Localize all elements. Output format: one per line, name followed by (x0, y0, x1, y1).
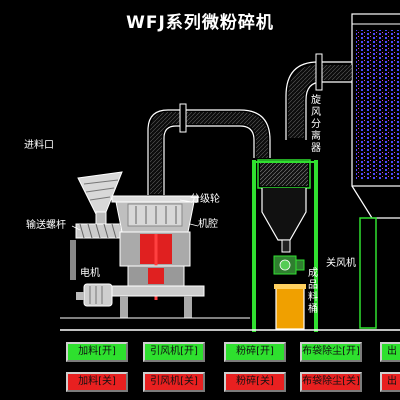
discharge-start-button[interactable]: 出 (380, 342, 400, 362)
dust-collector-start-button[interactable]: 布袋除尘[开] (300, 342, 362, 362)
feed-start-button[interactable]: 加料[开] (66, 342, 128, 362)
motor-label: 电机 (80, 268, 100, 279)
bag-filter (351, 13, 400, 329)
discharge-stop-button[interactable]: 出 (380, 372, 400, 392)
mill-to-cyclone-duct (147, 103, 271, 195)
screw-feeder-label: 输送螺杆 (26, 220, 66, 231)
crush-start-button[interactable]: 粉碎[开] (224, 342, 286, 362)
crush-stop-button[interactable]: 粉碎[关] (224, 372, 286, 392)
cyclone-label: 旋风分离器 (311, 95, 321, 154)
airlock-label: 关风机 (326, 258, 356, 269)
chamber-label: 机腔 (198, 219, 218, 230)
product-bin-label: 成品料桶 (308, 268, 318, 315)
dust-collector-stop-button[interactable]: 布袋除尘[关] (300, 372, 362, 392)
motor (76, 283, 113, 307)
fan-stop-button[interactable]: 引风机[关] (143, 372, 205, 392)
cyclone-to-filter-duct (285, 53, 352, 140)
mill-body (107, 195, 205, 318)
product-bin (274, 284, 306, 330)
airlock-valve (273, 255, 305, 275)
fan-start-button[interactable]: 引风机[开] (143, 342, 205, 362)
classifier-wheel-label: 分级轮 (190, 194, 220, 205)
cyclone-separator (252, 159, 318, 332)
page-title: WFJ系列微粉碎机 (126, 13, 274, 33)
inlet-label: 进料口 (24, 140, 54, 151)
feed-hopper (77, 171, 123, 229)
feed-stop-button[interactable]: 加料[关] (66, 372, 128, 392)
